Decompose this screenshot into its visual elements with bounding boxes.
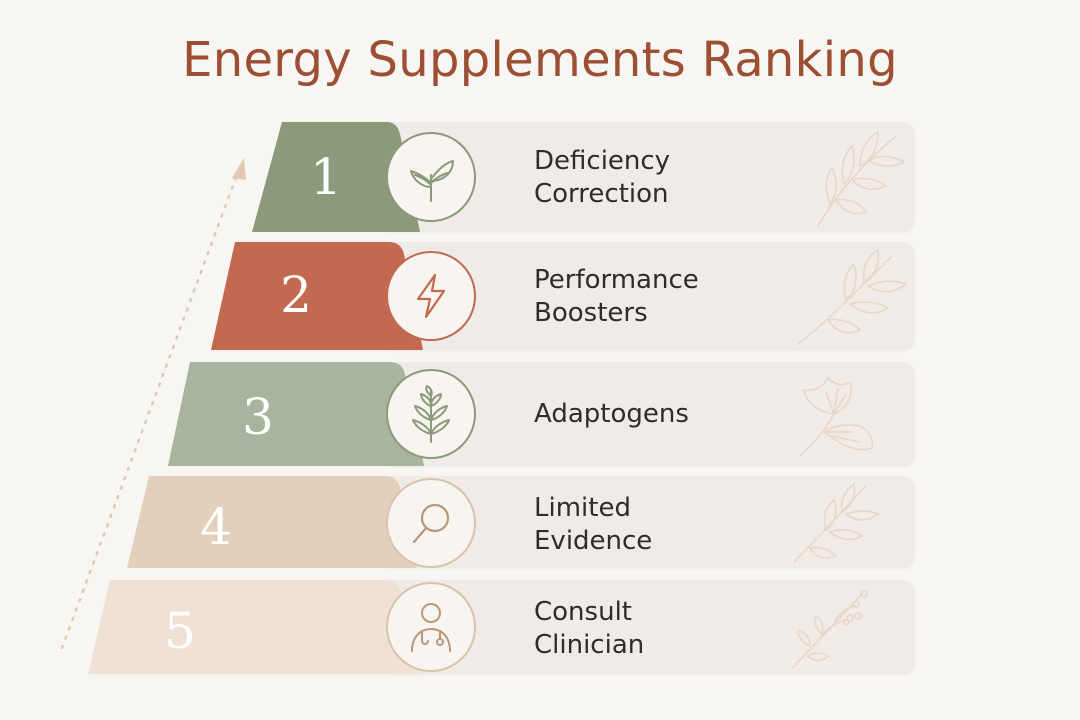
tier-icon: [386, 478, 476, 568]
tier-row-2: 2 Performance Boosters: [0, 242, 1080, 350]
tier-number: 3: [242, 388, 274, 446]
tier-shape: [168, 362, 424, 466]
tier-shape: [127, 476, 417, 568]
tier-number: 5: [164, 602, 196, 660]
leaf-branch-icon: [817, 130, 906, 227]
berry-branch-icon: [791, 590, 868, 669]
tier-icon: [386, 251, 476, 341]
tier-number: 1: [310, 148, 342, 206]
tier-icon: [386, 369, 476, 459]
tier-label: Performance Boosters: [534, 265, 699, 328]
tier-row-3: 3 Adaptogens: [0, 362, 1080, 466]
tier-label: Adaptogens: [534, 399, 689, 429]
tier-row-1: 1 Deficiency Correction: [0, 122, 1080, 232]
tier-label: Limited Evidence: [534, 493, 653, 556]
tier-icon: [386, 132, 476, 222]
tier-row-5: 5 Consult Clinician: [0, 580, 1080, 674]
page-title: Energy Supplements Ranking: [182, 32, 898, 88]
leaf-branch-icon: [793, 482, 880, 563]
tier-icon: [386, 582, 476, 672]
tier-shape: [252, 122, 420, 232]
clinician-icon: [411, 603, 451, 652]
tier-number: 4: [200, 498, 232, 556]
herb-icon: [412, 385, 450, 443]
magnifier-icon: [412, 503, 450, 544]
tier-number: 2: [280, 266, 312, 324]
tier-shape: [88, 580, 418, 674]
leaf-branch-icon: [797, 248, 908, 345]
ginkgo-icon: [799, 376, 874, 457]
tier-label: Deficiency Correction: [534, 146, 671, 209]
tier-shape: [211, 242, 423, 350]
lightning-icon: [416, 273, 446, 319]
sprout-icon: [410, 160, 454, 202]
tier-row-4: 4 Limited Evidence: [0, 476, 1080, 568]
tier-label: Consult Clinician: [534, 597, 645, 660]
